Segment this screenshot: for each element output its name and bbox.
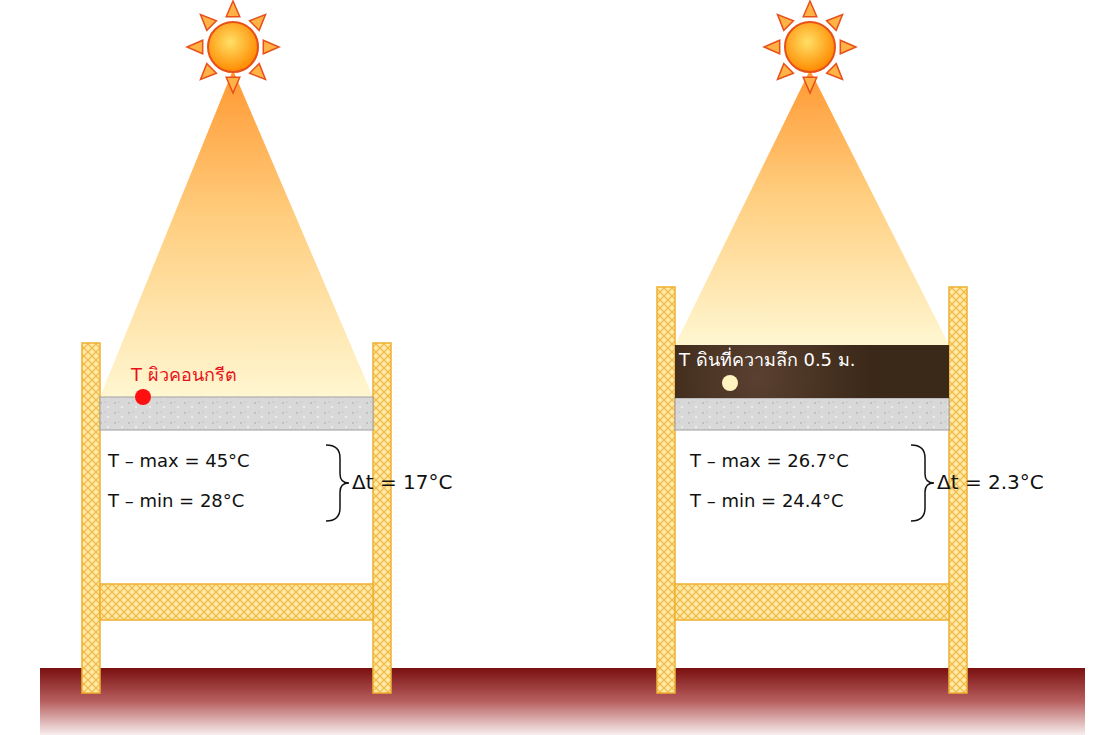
temperature-value: T – min = 24.4°C <box>690 490 844 512</box>
point-label: T ผิวคอนกรีต <box>131 364 237 386</box>
left-frame <box>82 70 391 693</box>
ground-band <box>40 668 1085 735</box>
temperature-value: T – max = 26.7°C <box>690 450 849 472</box>
brace <box>911 445 934 521</box>
sun-icon <box>764 1 856 93</box>
brace <box>326 445 349 521</box>
measure-dot <box>135 389 151 405</box>
temperature-difference: Δt = 17°C <box>352 470 452 494</box>
measure-dot <box>722 375 738 391</box>
temperature-difference: Δt = 2.3°C <box>937 470 1044 494</box>
right-frame <box>657 70 967 693</box>
sun-icon <box>187 1 279 93</box>
soil-layer: T ดินที่ความลึก 0.5 ม. <box>675 345 949 398</box>
node-label: T ดินที่ความลึก 0.5 ม. <box>679 349 945 371</box>
temperature-value: T – min = 28°C <box>108 490 244 512</box>
temperature-value: T – max = 45°C <box>108 450 250 472</box>
